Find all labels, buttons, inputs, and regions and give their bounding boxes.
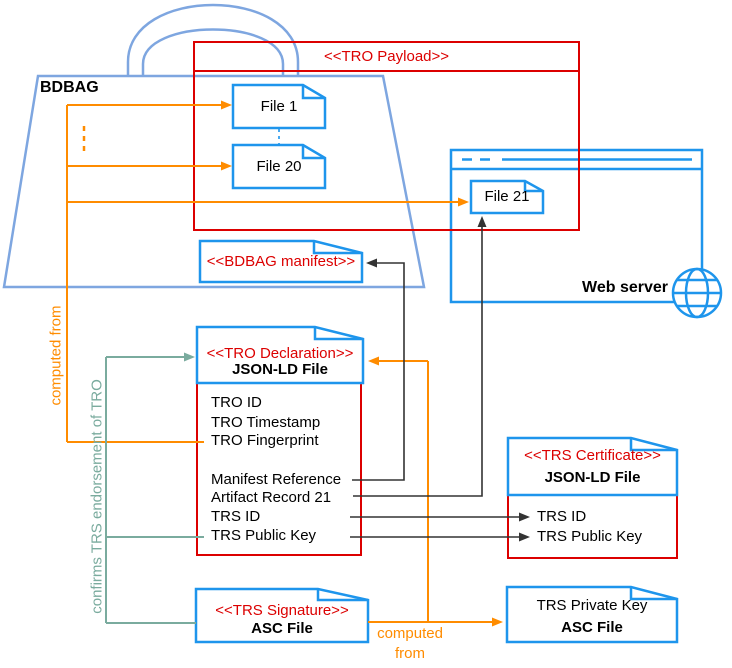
note-tro-declaration <box>195 325 365 385</box>
note-file-20 <box>231 143 327 190</box>
bdbag-label: BDBAG <box>40 79 99 96</box>
computed-from-bottom-label: computed from <box>377 625 443 662</box>
computed-from-left-label: computed from <box>47 305 65 406</box>
declaration-field-tro-id: TRO ID <box>211 394 262 411</box>
bdbag-outline <box>2 74 426 289</box>
file-21-label: File 21 <box>484 188 530 205</box>
file-1-label: File 1 <box>260 98 298 115</box>
edge-bag-computed-from <box>66 100 469 443</box>
certificate-stereotype: <<TRS Certificate>> <box>524 447 661 464</box>
declaration-field-artifact-record-21: Artifact Record 21 <box>211 489 332 506</box>
declaration-field-manifest-reference: Manifest Reference <box>211 471 342 488</box>
certificate-field-trs-public-key: TRS Public Key <box>537 528 643 545</box>
browser-window <box>449 148 704 304</box>
edge-trs-id <box>350 512 530 522</box>
web-server-label: Web server <box>582 279 668 296</box>
edge-artifact-record-21 <box>353 216 487 497</box>
bdbag-handle-icon <box>126 3 300 76</box>
declaration-field-trs-public-key: TRS Public Key <box>211 527 317 544</box>
edge-trs-public-key <box>350 532 530 542</box>
private-key-subtitle: ASC File <box>561 619 623 636</box>
edge-manifest-reference <box>352 258 405 481</box>
note-file-21 <box>469 179 545 215</box>
note-file-1 <box>231 83 327 130</box>
note-bdbag-manifest <box>198 239 364 284</box>
declaration-field-trs-id: TRS ID <box>211 508 261 525</box>
manifest-title: <<BDBAG manifest>> <box>206 253 356 270</box>
globe-icon <box>671 267 723 319</box>
private-key-title: TRS Private Key <box>536 597 648 614</box>
signature-subtitle: ASC File <box>251 620 313 637</box>
edge-confirms-endorsement <box>105 352 204 624</box>
declaration-stereotype: <<TRO Declaration>> <box>206 345 354 362</box>
signature-stereotype: <<TRS Signature>> <box>215 602 349 619</box>
certificate-field-trs-id: TRS ID <box>537 508 587 525</box>
bdbag-handle-inner-icon <box>141 28 285 76</box>
payload-container <box>193 41 580 231</box>
payload-title: <<TRO Payload>> <box>323 48 450 65</box>
confirms-endorsement-label: confirms TRS endorsement of TRO <box>88 379 106 614</box>
file-20-label: File 20 <box>256 158 302 175</box>
certificate-subtitle: JSON-LD File <box>544 469 641 486</box>
declaration-field-tro-timestamp: TRO Timestamp <box>211 414 321 431</box>
declaration-attrs-box <box>196 382 362 556</box>
note-trs-certificate <box>506 436 679 497</box>
declaration-subtitle: JSON-LD File <box>232 361 328 378</box>
certificate-attrs-box <box>507 494 678 559</box>
note-trs-private-key <box>505 585 679 644</box>
declaration-field-tro-fingerprint: TRO Fingerprint <box>211 432 319 449</box>
